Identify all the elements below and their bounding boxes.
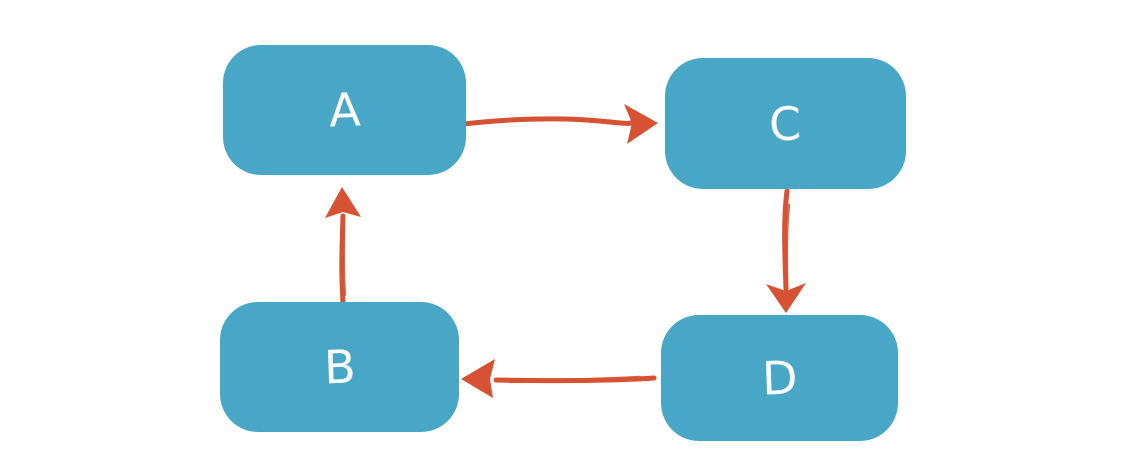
node-b-label: B — [322, 339, 357, 395]
node-a-label: A — [327, 82, 362, 138]
arrow-a-to-c — [461, 104, 658, 144]
node-c-label: C — [768, 95, 803, 152]
arrow-d-to-b — [461, 359, 657, 398]
node-c: C — [665, 58, 906, 189]
node-d: D — [661, 315, 898, 441]
arrow-b-to-a — [325, 187, 361, 306]
node-b: B — [220, 302, 459, 432]
node-d-label: D — [760, 350, 799, 406]
node-a: A — [223, 45, 466, 175]
arrow-c-to-d — [766, 188, 806, 313]
